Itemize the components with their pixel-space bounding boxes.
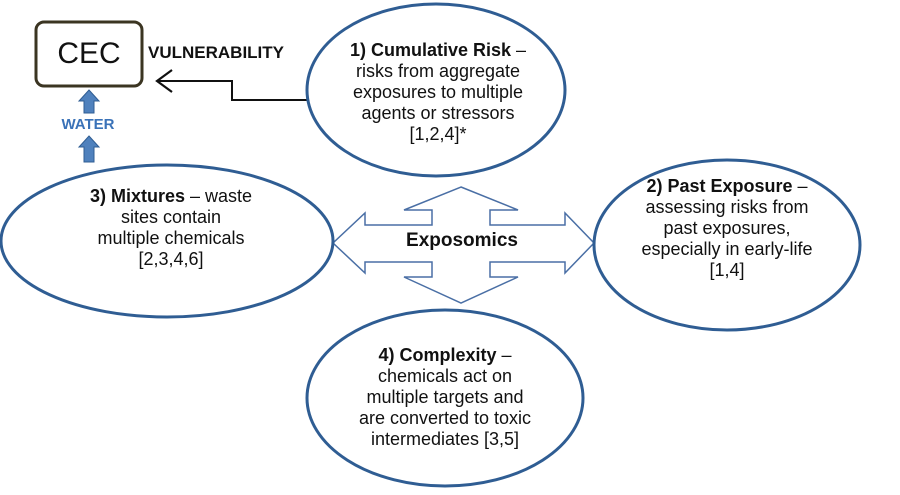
mixtures-line: sites contain <box>120 207 222 227</box>
complexity-ellipse <box>305 308 585 488</box>
complexity-line: chemicals act on <box>377 366 513 386</box>
vulnerability-label: VULNERABILITY <box>148 43 284 62</box>
cumulative-risk-text: 1) Cumulative Risk – risks from aggregat… <box>318 40 558 145</box>
past-exposure-refs: [1,4] <box>709 260 745 280</box>
water-label: WATER <box>61 116 115 133</box>
cumulative-risk-line: exposures to multiple <box>352 82 524 102</box>
past-exposure-line: assessing risks from <box>645 197 809 217</box>
mixtures-line: multiple chemicals <box>97 228 245 248</box>
past-exposure-heading: 2) Past Exposure – <box>596 176 858 197</box>
past-exposure-title: 2) Past Exposure <box>646 176 793 196</box>
past-exposure-text: 2) Past Exposure – assessing risks from … <box>596 176 858 281</box>
vulnerability-connector <box>157 80 312 101</box>
past-exposure-line: especially in early-life <box>641 239 813 259</box>
complexity-refs: intermediates [3,5] <box>370 429 520 449</box>
mixtures-text: 3) Mixtures – waste sites contain multip… <box>26 186 316 270</box>
cumulative-risk-line: risks from aggregate <box>355 61 521 81</box>
complexity-title: 4) Complexity <box>378 345 497 365</box>
cumulative-risk-ellipse <box>305 2 567 178</box>
cumulative-risk-dash: – <box>511 40 527 60</box>
past-exposure-ellipse <box>592 158 862 332</box>
mixtures-dash: – waste <box>184 186 253 206</box>
cec-box <box>34 20 144 88</box>
past-exposure-dash: – <box>792 176 808 196</box>
mixtures-heading: 3) Mixtures – waste <box>26 186 316 207</box>
mixtures-refs: [2,3,4,6] <box>138 249 204 269</box>
cec-label: CEC <box>57 37 121 70</box>
water-arrow-upper <box>77 89 101 114</box>
cumulative-risk-title: 1) Cumulative Risk <box>349 40 512 60</box>
water-arrow-lower <box>77 135 101 163</box>
cumulative-risk-heading: 1) Cumulative Risk – <box>318 40 558 61</box>
exposomics-label: Exposomics <box>406 230 518 251</box>
cumulative-risk-line: agents or stressors <box>361 103 515 123</box>
vulnerability-arrowhead <box>155 69 173 93</box>
exposomics-hub-arrow <box>331 186 596 304</box>
complexity-line: multiple targets and <box>366 387 524 407</box>
complexity-heading: 4) Complexity – <box>320 345 570 366</box>
mixtures-title: 3) Mixtures <box>89 186 185 206</box>
cumulative-risk-refs: [1,2,4]* <box>409 124 467 144</box>
past-exposure-line: past exposures, <box>663 218 791 238</box>
complexity-dash: – <box>496 345 512 365</box>
complexity-text: 4) Complexity – chemicals act on multipl… <box>320 345 570 450</box>
mixtures-ellipse <box>0 163 335 319</box>
complexity-line: are converted to toxic <box>358 408 532 428</box>
